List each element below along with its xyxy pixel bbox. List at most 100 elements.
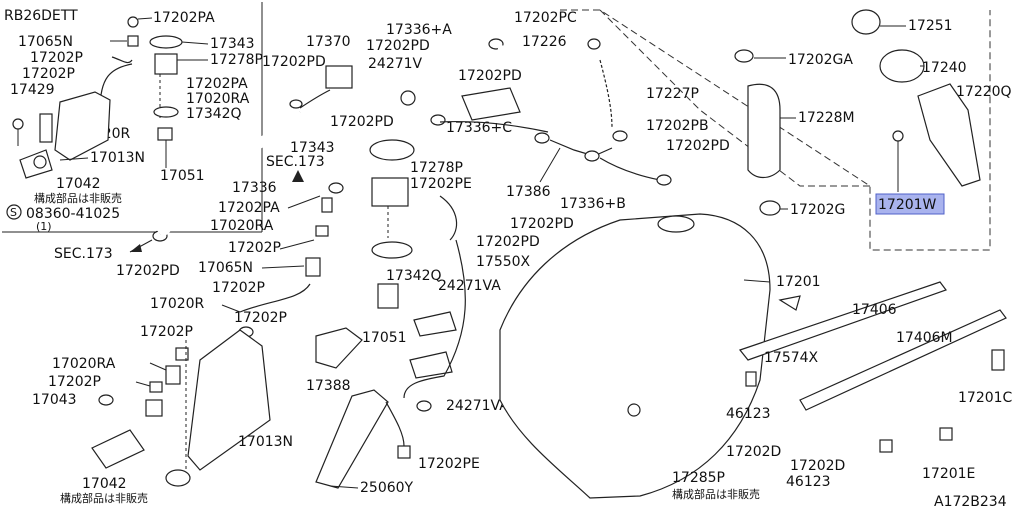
filler-tube-icon [917,83,981,187]
clip-icon [127,16,139,28]
label-17285P: 17285P [672,470,725,486]
nut-icon [939,427,953,441]
tank-strap-icon [738,281,947,361]
arrow-icon [292,170,304,182]
label-17013N-low: 17013N [238,434,293,450]
label-24271VA-mid: 24271VA [438,278,501,294]
label-17202PD-topc: 17202PD [366,38,430,54]
label-17065N-top: 17065N [18,34,73,50]
label-17202P-top: 17202P [30,50,83,66]
bolt-icon [879,439,893,453]
label-17336A: 17336+A [386,22,452,38]
o-ring-icon [98,394,114,406]
label-17336-left: 17336 [232,180,277,196]
arrow-icon [130,244,142,252]
clip-icon [584,150,600,162]
label-17227P: 17227P [646,86,699,102]
label-17065N-mid: 17065N [198,260,253,276]
clip-icon [534,132,550,144]
lock-ring-icon [369,139,415,161]
label-17202PD-mid2: 17202PD [476,234,540,250]
clamp-icon [734,49,754,63]
filler-neck-icon [657,215,695,233]
clip-icon [778,295,801,311]
pump-bracket-icon [187,329,271,471]
label-17202P-mid3: 17202P [234,310,287,326]
s-circle-icon [6,204,22,220]
seal-ring-icon [371,241,413,259]
note-not-sold-low: 構成部品は非販売 [60,491,148,505]
bolt-icon [892,130,904,142]
label-17202PE-top: 17202PE [410,176,472,192]
clip-icon [289,99,303,109]
valve-icon [127,35,139,47]
label-17202PD-left: 17202PD [116,263,180,279]
label-17278P-mid: 17278P [410,160,463,176]
clip-icon [430,114,446,126]
label-17228M: 17228M [798,110,855,126]
label-17202D-a: 17202D [726,444,781,460]
label-17202PA-mid: 17202PA [218,200,280,216]
filler-cap-icon [879,49,925,83]
bolt-icon [991,349,1005,371]
label-17043: 17043 [32,392,77,408]
label-17342Q-top: 17342Q [186,106,242,122]
label-17406: 17406 [852,302,897,318]
label-46123-a: 46123 [726,406,771,422]
label-17202P-mid: 17202P [228,240,281,256]
grommet-icon [33,155,47,169]
label-17388: 17388 [306,378,351,394]
label-17201W: 17201W [878,197,937,213]
level-gauge-unit-icon [315,389,389,489]
sender-flange-icon [371,177,409,207]
label-17020R-mid: 17020R [150,296,205,312]
label-17202P-low2: 17202P [48,374,101,390]
note-not-sold-top: 構成部品は非販売 [34,191,122,205]
label-17051-top: 17051 [160,168,205,184]
center-upper-parts: 17370 17202PD 17336+A 17202PD 24271V 172… [262,10,730,496]
clip-icon [149,381,163,393]
tank-strap-icon [799,309,1007,411]
label-17201C: 17201C [958,390,1013,406]
s-circle-label: S [10,206,17,219]
sec173-ref-left: SEC.173 [54,246,113,262]
rb26-subassembly-box: RB26DETT 17202PA 17065N 17202P 17202P 17… [2,2,263,233]
label-17336B: 17336+B [560,196,626,212]
clip-icon [587,38,601,50]
label-17406M: 17406M [896,330,953,346]
label-17202P-low: 17202P [140,324,193,340]
label-17343-top: 17343 [210,36,255,52]
filter-icon [305,257,321,277]
connector-icon [321,197,333,213]
label-17202PA-top: 17202PA [153,10,215,26]
clip-icon [328,182,344,194]
fuel-pump-icon [39,113,53,143]
label-25060Y: 25060Y [360,480,414,496]
label-17042-low: 17042 [82,476,127,492]
note-not-sold-tank: 構成部品は非販売 [672,487,760,501]
label-17201: 17201 [776,274,821,290]
pump-bracket-icon [54,91,111,161]
label-24271V: 24271V [368,56,423,72]
label-08360-41025: 08360-41025 [26,206,120,222]
label-17202G: 17202G [790,202,845,218]
label-17020RA-mid: 17020RA [210,218,274,234]
pump-flange-icon [154,53,178,75]
clamp-icon [759,200,781,216]
clip-icon [175,347,189,361]
label-46123-b: 46123 [786,474,831,490]
lock-ring-icon [149,35,183,49]
label-17202PD-mid: 17202PD [510,216,574,232]
label-17343-mid: 17343 [290,140,335,156]
label-17202P-mid2: 17202P [212,280,265,296]
label-17202PB: 17202PB [646,118,709,134]
label-17574X: 17574X [764,350,819,366]
pump-icon [157,127,173,141]
label-17051-mid: 17051 [362,330,407,346]
highlight-17201W [875,193,945,215]
label-17020RA-top: 17020RA [186,91,250,107]
figure-code: A172B234 [934,494,1007,510]
label-17202PC: 17202PC [514,10,577,26]
clip-icon [612,130,628,142]
label-17550X: 17550X [476,254,531,270]
